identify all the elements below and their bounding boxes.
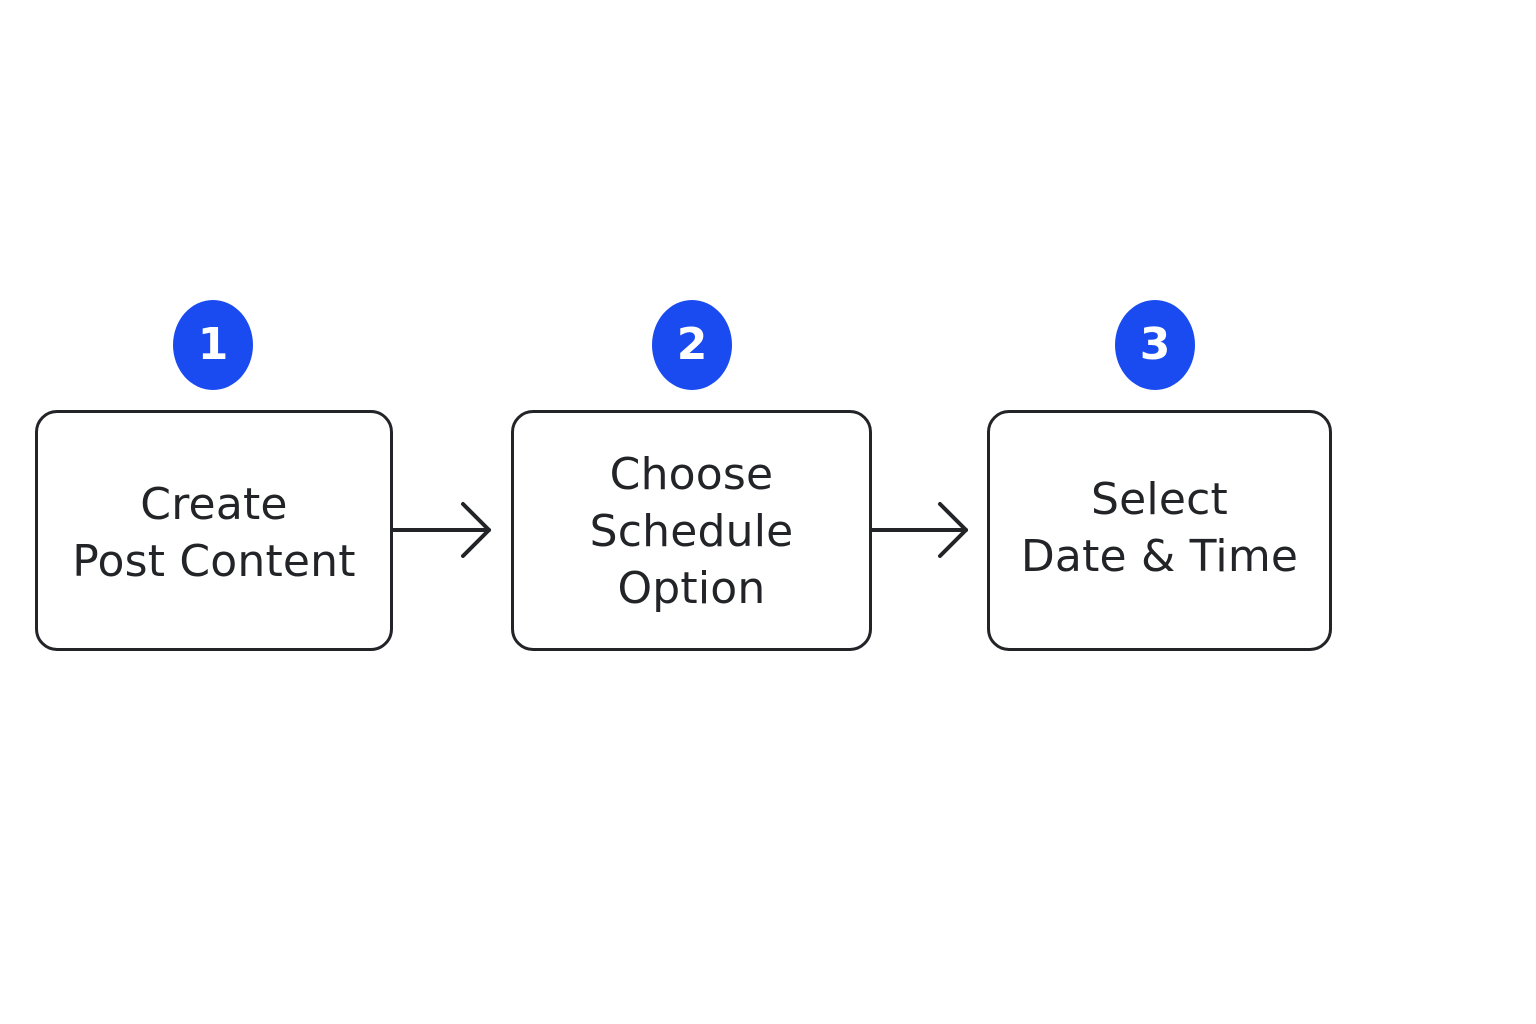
step-1-label: Create Post Content [72,476,355,590]
step-2-label-line: Choose [609,449,774,500]
step-1-number-badge: 1 [173,300,253,390]
step-2-label-line: Schedule [589,506,794,557]
step-2-number-badge: 2 [652,300,732,390]
step-1-number: 1 [197,319,229,370]
step-3-number: 3 [1139,319,1171,370]
step-3-label: Select Date & Time [1021,471,1298,585]
step-1-box: Create Post Content [35,410,393,651]
step-3-label-line: Select [1091,473,1228,525]
step-2-number: 2 [676,319,708,370]
step-2-label-line: Option [617,563,766,614]
step-1-label-line: Create [140,478,288,530]
step-3-number-badge: 3 [1115,300,1195,390]
step-2-label: Choose Schedule Option [590,446,794,617]
step-3-label-line: Date & Time [1020,530,1299,582]
arrow-right-icon [872,502,968,558]
step-1-label-line: Post Content [72,535,356,587]
arrow-right-icon [393,502,491,558]
step-3-box: Select Date & Time [987,410,1332,651]
step-2-box: Choose Schedule Option [511,410,872,651]
